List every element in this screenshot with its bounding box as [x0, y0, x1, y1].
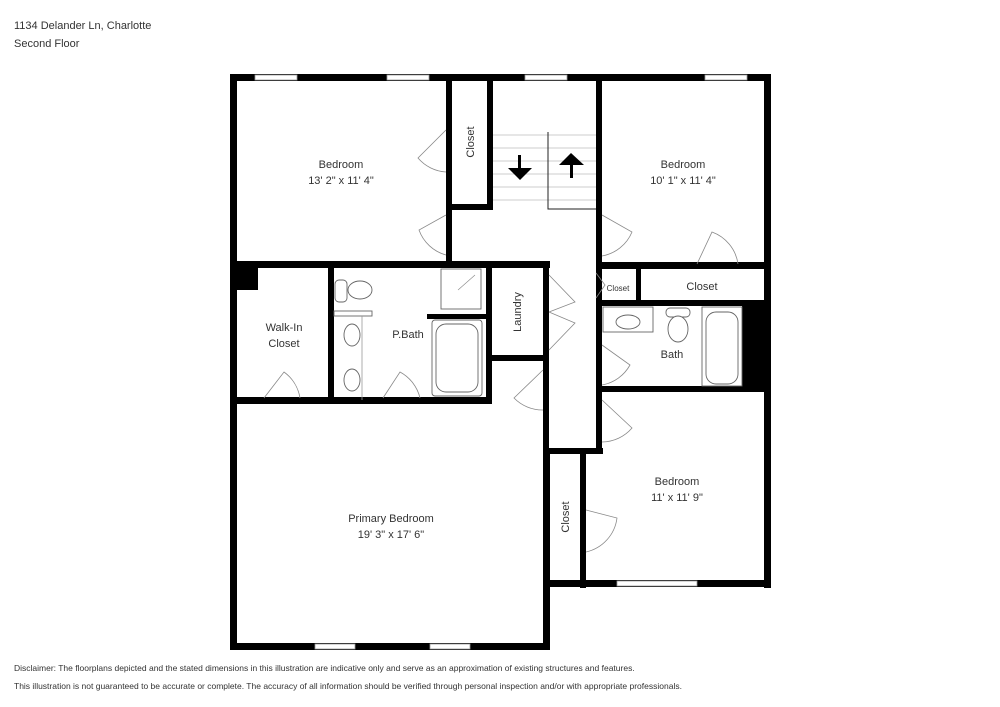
closet-top-label: Closet [465, 126, 477, 157]
bedroom-se-dims: 11' x 11' 9" [651, 492, 703, 504]
bedroom-nw-label: Bedroom [319, 159, 364, 171]
property-address: 1134 Delander Ln, Charlotte [14, 20, 152, 32]
disclaimer-line-1: Disclaimer: The floorplans depicted and … [14, 663, 635, 673]
pbath-label: P.Bath [392, 329, 424, 341]
walk-in-closet-label-1: Walk-In [266, 322, 303, 334]
bedroom-se-label: Bedroom [655, 476, 700, 488]
bedroom-ne-label: Bedroom [661, 159, 706, 171]
laundry-label: Laundry [512, 292, 524, 332]
arrow-down-icon [508, 155, 532, 180]
closet-se-label: Closet [560, 501, 572, 532]
floor-label: Second Floor [14, 38, 80, 50]
bath-fixtures [602, 306, 743, 387]
primary-bedroom-label: Primary Bedroom [348, 513, 434, 525]
staircase[interactable] [493, 132, 596, 210]
bath-label: Bath [661, 349, 684, 361]
windows [254, 74, 748, 650]
bedroom-ne-dims: 10' 1" x 11' 4" [650, 175, 716, 187]
walk-in-closet-label-2: Closet [268, 338, 299, 350]
arrow-up-icon [559, 153, 584, 178]
doors [263, 129, 739, 553]
interior-walls [230, 74, 771, 588]
closet-small-label: Closet [607, 284, 630, 293]
primary-bedroom-dims: 19' 3" x 17' 6" [358, 529, 425, 541]
closet-ne-label: Closet [686, 281, 717, 293]
disclaimer-line-2: This illustration is not guaranteed to b… [14, 681, 682, 691]
bedroom-nw-dims: 13' 2" x 11' 4" [308, 175, 374, 187]
pbath-fixtures [333, 268, 486, 400]
